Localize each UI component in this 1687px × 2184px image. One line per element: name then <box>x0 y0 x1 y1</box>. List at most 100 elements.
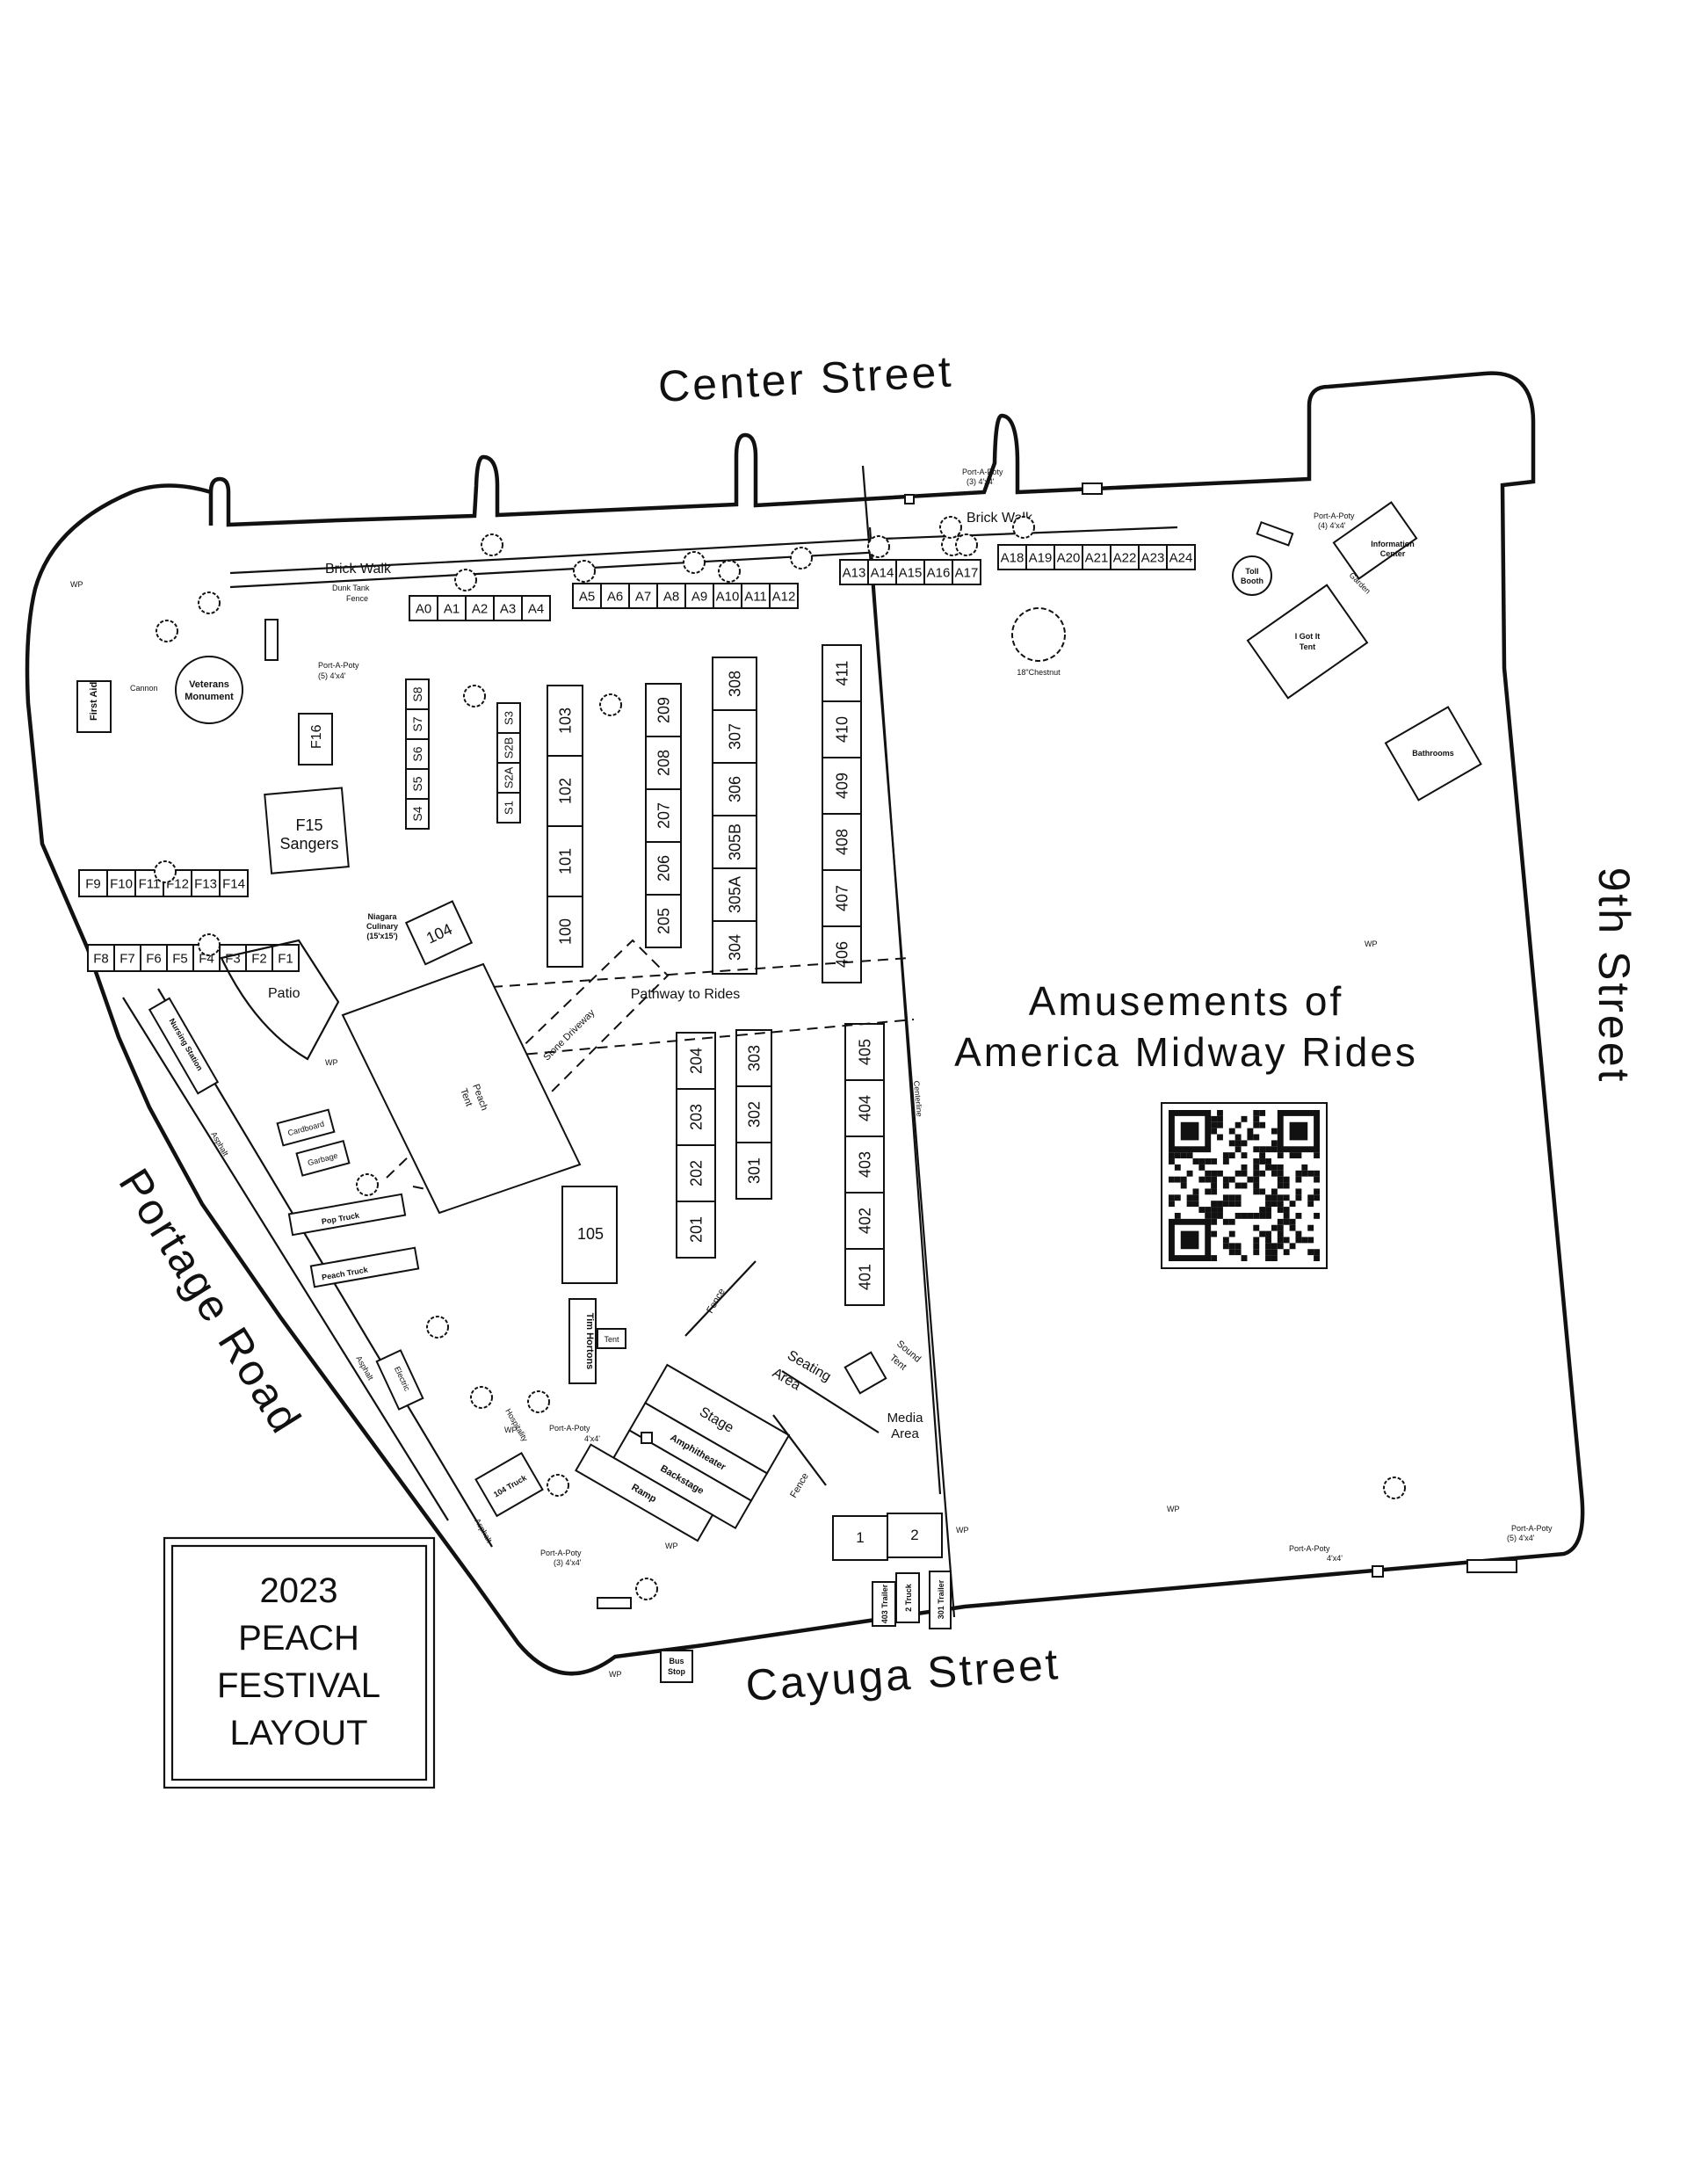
svg-text:Port-A-Poty: Port-A-Poty <box>1314 512 1355 520</box>
cardboard-bin <box>276 1108 336 1147</box>
qr-module <box>1211 1158 1218 1165</box>
qr-module <box>1217 1212 1223 1219</box>
booth-s5 <box>405 768 430 800</box>
porta-potty-4: Port-A-Poty 4'x4' <box>1289 1544 1384 1578</box>
booth-205 <box>645 894 682 948</box>
qr-module <box>1314 1194 1320 1201</box>
qr-finder-core <box>1289 1121 1308 1141</box>
trailer-301-label: 301 Trailer <box>937 1579 945 1619</box>
qr-module <box>1307 1249 1314 1256</box>
qr-module <box>1277 1201 1284 1208</box>
qr-module <box>1307 1170 1314 1177</box>
patio-label: Patio <box>268 986 300 1001</box>
fence-stage-east <box>781 1370 880 1433</box>
booth-label-401: 401 <box>856 1264 873 1290</box>
truck-2-label: 2 Truck <box>904 1583 913 1612</box>
qr-module <box>1198 1164 1206 1171</box>
svg-text:Port-A-Poty: Port-A-Poty <box>1511 1524 1553 1533</box>
qr-module <box>1271 1224 1278 1231</box>
qr-module <box>1307 1237 1314 1244</box>
qr-module <box>1265 1255 1271 1261</box>
chestnut-tree <box>1011 607 1066 662</box>
street-north: Center Street <box>657 346 955 411</box>
qr-module <box>1174 1194 1181 1201</box>
booth-label-a19: A19 <box>1029 550 1053 565</box>
nursing-station <box>148 997 220 1095</box>
tree-icon <box>154 860 177 883</box>
booth-405 <box>844 1023 885 1081</box>
booth-label-s2a: S2A <box>503 766 516 788</box>
qr-module <box>1180 1182 1187 1189</box>
booth-label-f10: F10 <box>110 876 133 891</box>
qr-module <box>1271 1170 1278 1177</box>
qr-module <box>1205 1207 1212 1213</box>
svg-text:(3) 4'x4': (3) 4'x4' <box>967 477 995 486</box>
site-boundary <box>25 371 1585 1676</box>
cannon-label: Cannon <box>130 684 158 693</box>
booth-204 <box>676 1032 716 1090</box>
porta-potty-2: Port-A-Poty (4) 4'x4' <box>1256 512 1355 547</box>
qr-module <box>1314 1152 1320 1159</box>
booth-202 <box>676 1144 716 1202</box>
svg-text:Port-A-Poty: Port-A-Poty <box>962 468 1003 476</box>
booth-label-a14: A14 <box>871 565 894 580</box>
qr-module <box>1222 1152 1229 1159</box>
booth-404 <box>844 1079 885 1137</box>
qr-module <box>1228 1140 1235 1147</box>
qr-module <box>1271 1164 1278 1171</box>
booth-f6 <box>140 944 168 972</box>
qr-module <box>1228 1128 1235 1135</box>
stone-driveway <box>386 939 670 1205</box>
booth-206 <box>645 841 682 896</box>
qr-module <box>1228 1201 1235 1208</box>
asphalt-label-3: Asphalt <box>473 1517 494 1544</box>
wp-label-1: WP <box>70 580 83 589</box>
booth-label-a5: A5 <box>579 589 595 604</box>
qr-module <box>1314 1188 1320 1195</box>
tree-icon <box>470 1386 493 1409</box>
qr-module <box>1265 1201 1271 1208</box>
booth-305b <box>712 815 757 869</box>
tree-icon <box>790 547 813 570</box>
booth-1-label: 1 <box>856 1529 864 1546</box>
trailer-301 <box>929 1571 952 1629</box>
truck-2 <box>895 1572 920 1623</box>
peach-tent <box>341 962 582 1215</box>
tree-icon <box>683 551 706 574</box>
title-line-3: FESTIVAL <box>217 1666 380 1705</box>
qr-module <box>1169 1194 1175 1201</box>
qr-module <box>1307 1194 1314 1201</box>
qr-module <box>1283 1237 1290 1244</box>
toll-booth-label: Toll <box>1245 567 1258 576</box>
qr-module <box>1234 1201 1242 1208</box>
svg-text:Port-A-Poty: Port-A-Poty <box>540 1549 582 1557</box>
qr-module <box>1301 1164 1308 1171</box>
title-line-1: 2023 <box>260 1571 338 1610</box>
qr-module <box>1217 1134 1223 1141</box>
qr-module <box>1174 1164 1181 1171</box>
asphalt-label-2: Asphalt <box>354 1354 375 1382</box>
qr-module <box>1234 1212 1242 1219</box>
sound-tent <box>844 1351 887 1395</box>
qr-module <box>1265 1158 1271 1165</box>
qr-module <box>1211 1201 1218 1208</box>
wp-label-7: WP <box>665 1542 678 1550</box>
booth-s4 <box>405 798 430 830</box>
qr-module <box>1217 1110 1223 1116</box>
qr-module <box>1265 1249 1271 1256</box>
qr-module <box>1314 1176 1320 1183</box>
booth-label-f1: F1 <box>278 951 293 966</box>
booth-label-a15: A15 <box>899 565 923 580</box>
qr-module <box>1211 1212 1218 1219</box>
qr-module <box>1211 1182 1218 1189</box>
qr-module <box>1228 1230 1235 1237</box>
niagara-label-2: Culinary <box>366 922 398 931</box>
qr-module <box>1241 1140 1248 1147</box>
booth-label-s1: S1 <box>503 801 516 815</box>
qr-module <box>1259 1146 1266 1153</box>
qr-module <box>1289 1224 1296 1231</box>
qr-module <box>1295 1176 1302 1183</box>
